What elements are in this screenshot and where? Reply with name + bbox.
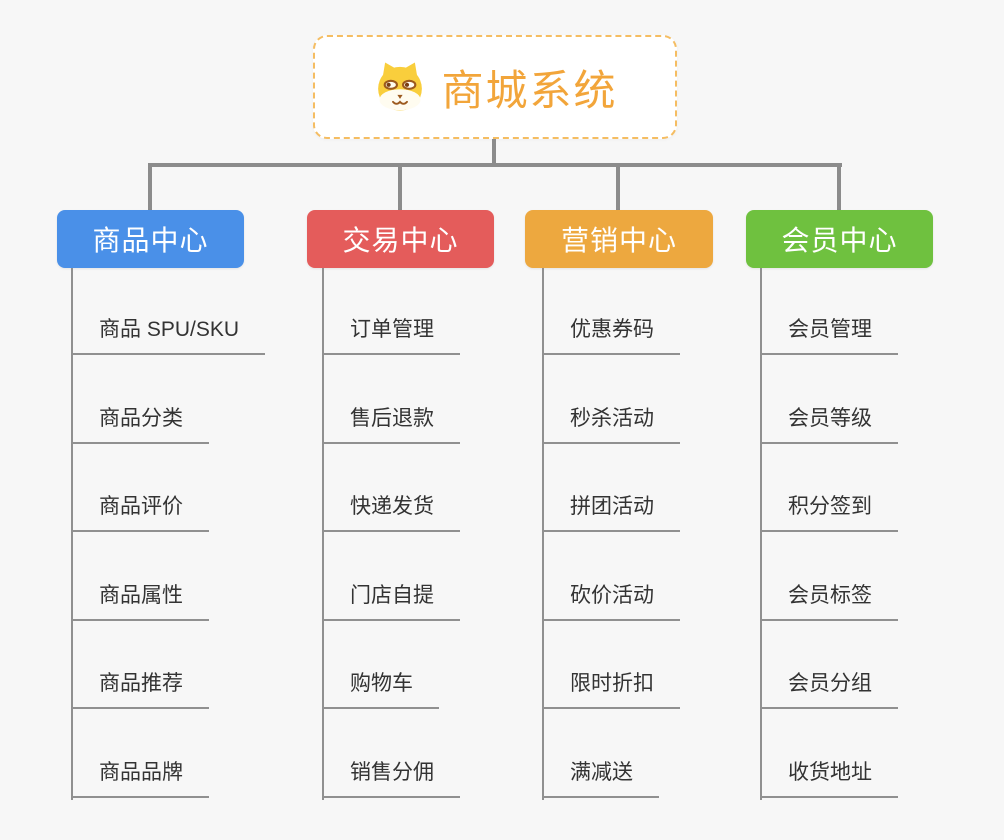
- leaf-node[interactable]: 商品属性: [71, 581, 209, 621]
- dog-icon: [372, 59, 428, 115]
- branch-node-product-center[interactable]: 商品中心: [57, 210, 244, 268]
- leaf-node[interactable]: 会员标签: [760, 581, 898, 621]
- connector-horizontal-bar: [148, 163, 842, 167]
- leaf-node[interactable]: 商品评价: [71, 492, 209, 532]
- leaf-node[interactable]: 购物车: [322, 669, 439, 709]
- leaf-node[interactable]: 销售分佣: [322, 758, 460, 798]
- leaf-node[interactable]: 售后退款: [322, 404, 460, 444]
- branch-children-marketing-center: 优惠券码 秒杀活动 拼团活动 砍价活动 限时折扣 满减送: [542, 268, 782, 803]
- connector-drop-products: [148, 163, 152, 210]
- leaf-node[interactable]: 积分签到: [760, 492, 898, 532]
- leaf-node[interactable]: 会员分组: [760, 669, 898, 709]
- connector-root-stem: [492, 139, 496, 166]
- leaf-node[interactable]: 商品分类: [71, 404, 209, 444]
- branch-children-product-center: 商品 SPU/SKU 商品分类 商品评价 商品属性 商品推荐 商品品牌: [71, 268, 311, 803]
- branch-node-member-center[interactable]: 会员中心: [746, 210, 933, 268]
- leaf-node[interactable]: 优惠券码: [542, 315, 680, 355]
- branch-children-member-center: 会员管理 会员等级 积分签到 会员标签 会员分组 收货地址: [760, 268, 1000, 803]
- leaf-node[interactable]: 商品品牌: [71, 758, 209, 798]
- connector-drop-marketing: [616, 163, 620, 210]
- leaf-node[interactable]: 会员管理: [760, 315, 898, 355]
- leaf-node[interactable]: 收货地址: [760, 758, 898, 798]
- connector-drop-trade: [398, 163, 402, 210]
- leaf-node[interactable]: 限时折扣: [542, 669, 680, 709]
- branch-node-marketing-center[interactable]: 营销中心: [525, 210, 713, 268]
- leaf-node[interactable]: 商品推荐: [71, 669, 209, 709]
- leaf-node[interactable]: 砍价活动: [542, 581, 680, 621]
- branch-node-trade-center[interactable]: 交易中心: [307, 210, 494, 268]
- branch-children-trade-center: 订单管理 售后退款 快递发货 门店自提 购物车 销售分佣: [322, 268, 562, 803]
- connector-drop-member: [837, 163, 841, 210]
- leaf-node[interactable]: 秒杀活动: [542, 404, 680, 444]
- leaf-node[interactable]: 订单管理: [322, 315, 460, 355]
- leaf-node[interactable]: 满减送: [542, 758, 659, 798]
- root-title: 商城系统: [441, 66, 618, 114]
- leaf-node[interactable]: 商品 SPU/SKU: [71, 315, 266, 355]
- leaf-node[interactable]: 快递发货: [322, 492, 460, 532]
- leaf-node[interactable]: 拼团活动: [542, 492, 680, 532]
- leaf-node[interactable]: 会员等级: [760, 404, 898, 444]
- root-node[interactable]: 商城系统: [313, 35, 677, 139]
- leaf-node[interactable]: 门店自提: [322, 581, 460, 621]
